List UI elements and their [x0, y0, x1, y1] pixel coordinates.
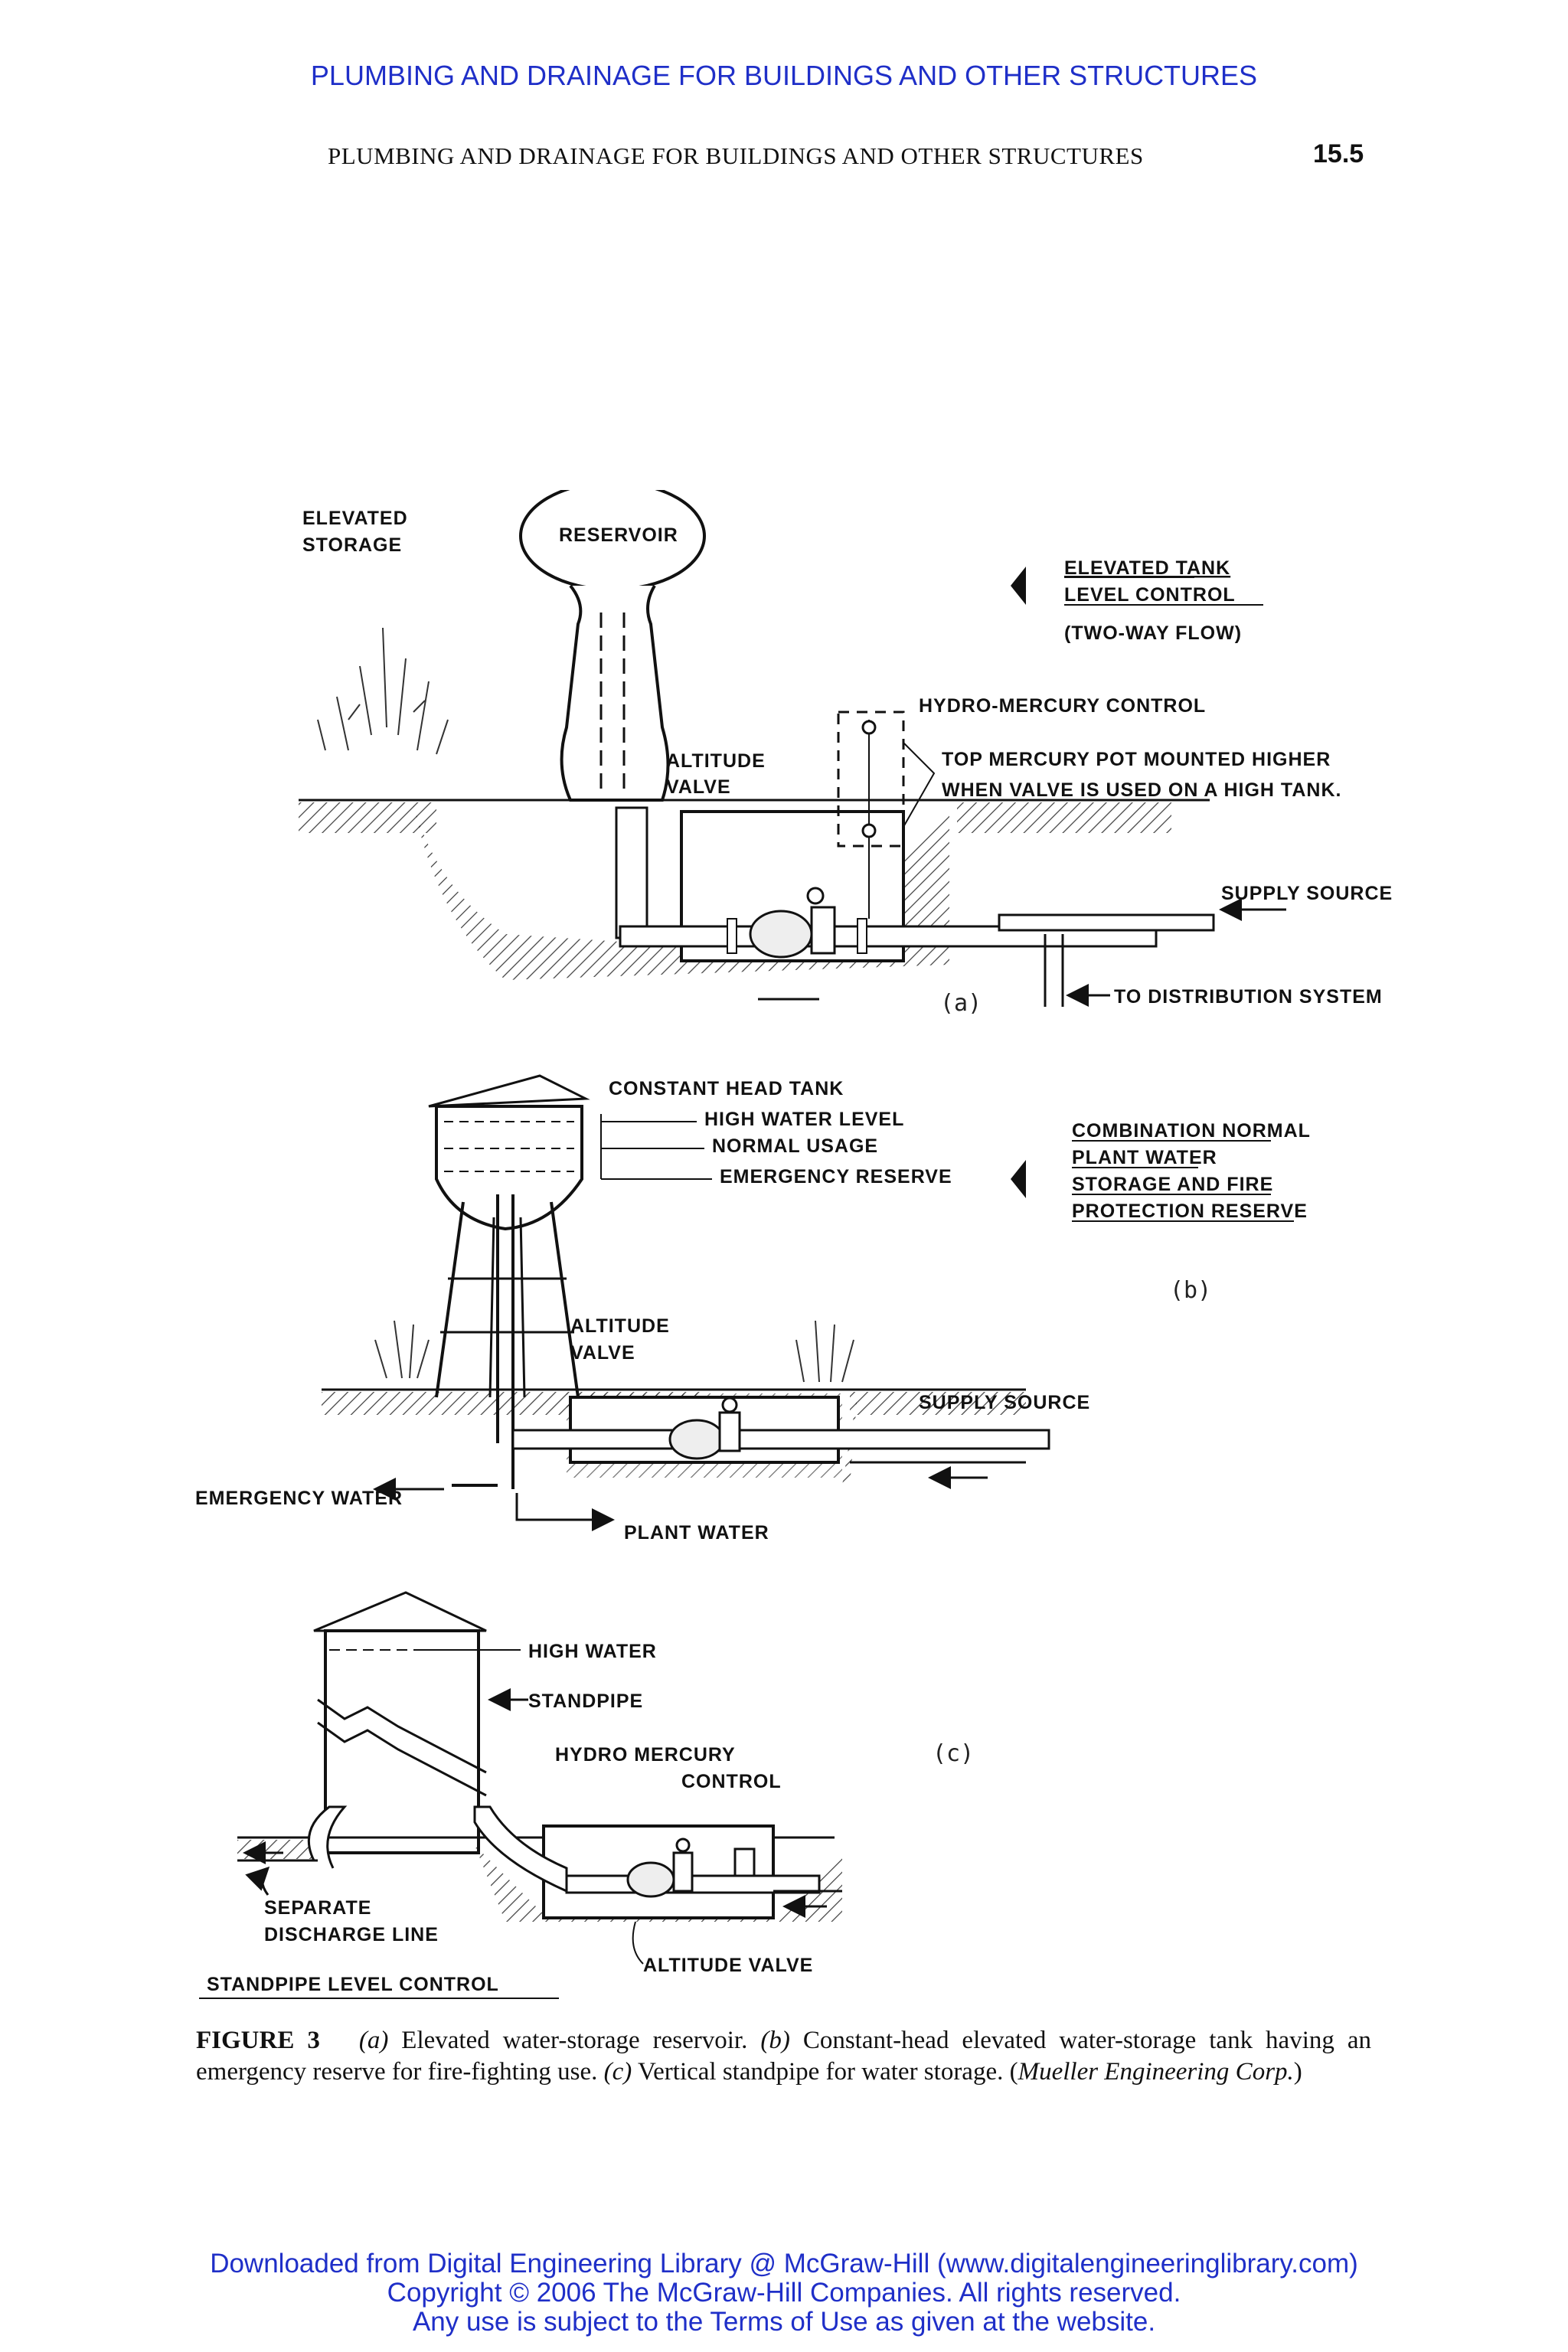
note-line2-a: WHEN VALVE IS USED ON A HIGH TANK.: [942, 779, 1341, 801]
figure-3-illustration: RESERVOIR ELEVATED STORAGE: [184, 481, 1424, 2014]
running-head: PLUMBING AND DRAINAGE FOR BUILDINGS AND …: [328, 142, 1144, 169]
caption-figure-label: FIGURE 3: [196, 2027, 320, 2054]
elevated-storage-line2: STORAGE: [302, 534, 402, 556]
main-pipe-b: [511, 1429, 1050, 1450]
altitude-valve-c: [626, 1838, 756, 1898]
altitude-valve-a: [727, 887, 867, 959]
altitude-valve-b: [668, 1396, 741, 1460]
download-footer: Downloaded from Digital Engineering Libr…: [0, 2249, 1568, 2337]
panel-b-title-line1: COMBINATION NORMAL: [1072, 1120, 1311, 1142]
figure-3-svg: RESERVOIR ELEVATED STORAGE: [195, 481, 1393, 1999]
plant-water-label: PLANT WATER: [624, 1522, 769, 1544]
source-banner: PLUMBING AND DRAINAGE FOR BUILDINGS AND …: [310, 60, 1258, 91]
caption-c-marker: (c): [603, 2058, 632, 2086]
panel-b: CONSTANT HEAD TANK HIGH WATER LEVEL NORM…: [195, 1074, 1311, 1544]
panel-a-title-line3: (TWO-WAY FLOW): [1064, 622, 1242, 644]
hydro-mercury-control-c-line2: CONTROL: [681, 1771, 782, 1792]
standpipe-label: STANDPIPE: [528, 1690, 643, 1712]
supply-source-label-b: SUPPLY SOURCE: [919, 1392, 1090, 1413]
panel-c-label: (c): [933, 1740, 974, 1767]
emergency-water-label: EMERGENCY WATER: [195, 1488, 403, 1509]
footer-line-3: Any use is subject to the Terms of Use a…: [412, 2307, 1156, 2337]
shrub-b: [374, 1320, 854, 1383]
emergency-reserve-label: EMERGENCY RESERVE: [720, 1166, 952, 1187]
standpipe-shape: [324, 1629, 480, 1854]
page-number: 15.5: [1313, 139, 1364, 168]
panel-a-title-line1: ELEVATED TANK: [1064, 557, 1230, 579]
figure-caption: FIGURE 3 (a) Elevated water-storage rese…: [196, 2025, 1371, 2088]
panel-a: RESERVOIR ELEVATED STORAGE: [299, 481, 1393, 1017]
altitude-valve-a-line2: VALVE: [666, 776, 731, 798]
caption-a-marker: (a): [358, 2027, 389, 2054]
to-distribution-label: TO DISTRIBUTION SYSTEM: [1114, 986, 1383, 1008]
separate-discharge-line1: SEPARATE: [264, 1897, 371, 1919]
supply-source-label-a: SUPPLY SOURCE: [1221, 883, 1393, 904]
reservoir-tower: [560, 584, 670, 802]
caption-close: ): [1293, 2058, 1302, 2086]
note-line1-a: TOP MERCURY POT MOUNTED HIGHER: [942, 749, 1331, 770]
footer-line-2: Copyright © 2006 The McGraw-Hill Compani…: [387, 2278, 1181, 2308]
constant-head-tank-label: CONSTANT HEAD TANK: [609, 1078, 844, 1099]
altitude-valve-b-line2: VALVE: [570, 1342, 635, 1364]
panel-c: HIGH WATER STANDPIPE HYDRO MERCURY CONTR…: [199, 1591, 974, 1999]
panel-a-title-line2: LEVEL CONTROL: [1064, 584, 1236, 606]
separate-discharge-line2: DISCHARGE LINE: [264, 1924, 439, 1945]
caption-credit: Mueller Engineering Corp.: [1018, 2058, 1294, 2086]
footer-line-1: Downloaded from Digital Engineering Libr…: [210, 2249, 1358, 2278]
panel-b-label: (b): [1170, 1277, 1211, 1304]
caption-b-text: Constant-head elevated water-storage tan…: [196, 2027, 1372, 2086]
caption-a-text: Elevated water-storage reservoir.: [388, 2027, 761, 2054]
hydro-mercury-control-c-line1: HYDRO MERCURY: [555, 1744, 736, 1766]
panel-c-title: STANDPIPE LEVEL CONTROL: [207, 1974, 499, 1995]
panel-b-title-line2: PLANT WATER: [1072, 1147, 1217, 1168]
high-water-label: HIGH WATER: [528, 1641, 657, 1662]
panel-a-label: (a): [940, 990, 982, 1017]
panel-b-title-line3: STORAGE AND FIRE: [1072, 1174, 1273, 1195]
altitude-valve-b-line1: ALTITUDE: [570, 1315, 670, 1337]
constant-head-tank: [435, 1105, 583, 1231]
panel-b-title-line4: PROTECTION RESERVE: [1072, 1200, 1308, 1222]
altitude-valve-a-line1: ALTITUDE: [666, 750, 766, 772]
caption-b-marker: (b): [760, 2027, 790, 2054]
altitude-valve-c-label: ALTITUDE VALVE: [643, 1955, 813, 1976]
shrub-a: [317, 627, 449, 755]
normal-usage-label: NORMAL USAGE: [712, 1135, 878, 1157]
reservoir-label: RESERVOIR: [559, 524, 678, 546]
caption-c-text: Vertical standpipe for water storage. (: [632, 2058, 1018, 2086]
elevated-storage-line1: ELEVATED: [302, 508, 408, 529]
high-water-level-label: HIGH WATER LEVEL: [704, 1109, 904, 1130]
hydro-mercury-control-label-a: HYDRO-MERCURY CONTROL: [919, 695, 1206, 717]
